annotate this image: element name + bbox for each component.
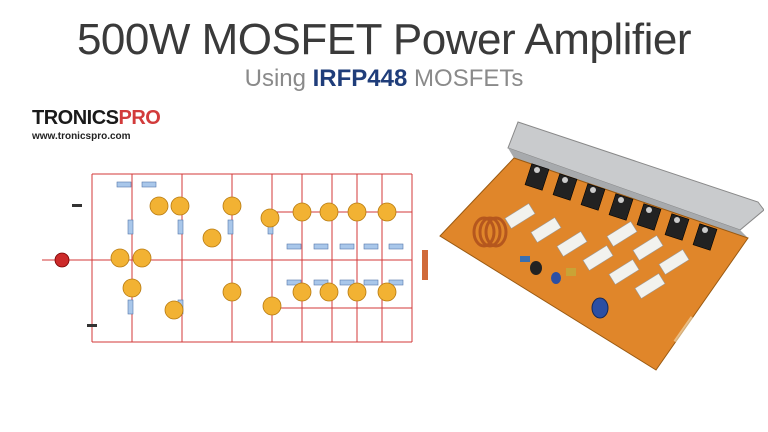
- logo-brand-pro: PRO: [118, 107, 161, 129]
- logo-brand-main: TRONICS: [32, 107, 119, 129]
- page-subtitle: Using IRFP448 MOSFETs: [0, 64, 768, 94]
- tronicspro-logo: TRONICSPRO www.tronicspro.com: [32, 107, 161, 144]
- page-title: 500W MOSFET Power Amplifier: [76, 15, 692, 64]
- subtitle-highlight: IRFP448: [312, 65, 408, 92]
- amplifier-pcb-photo: [439, 121, 764, 371]
- logo-brand: TRONICSPRO: [32, 107, 161, 129]
- logo-url: www.tronicspro.com: [32, 131, 131, 142]
- subtitle-suffix: MOSFETs: [407, 65, 524, 92]
- subtitle-prefix: Using: [244, 65, 313, 92]
- circuit-schematic-image: [42, 173, 428, 343]
